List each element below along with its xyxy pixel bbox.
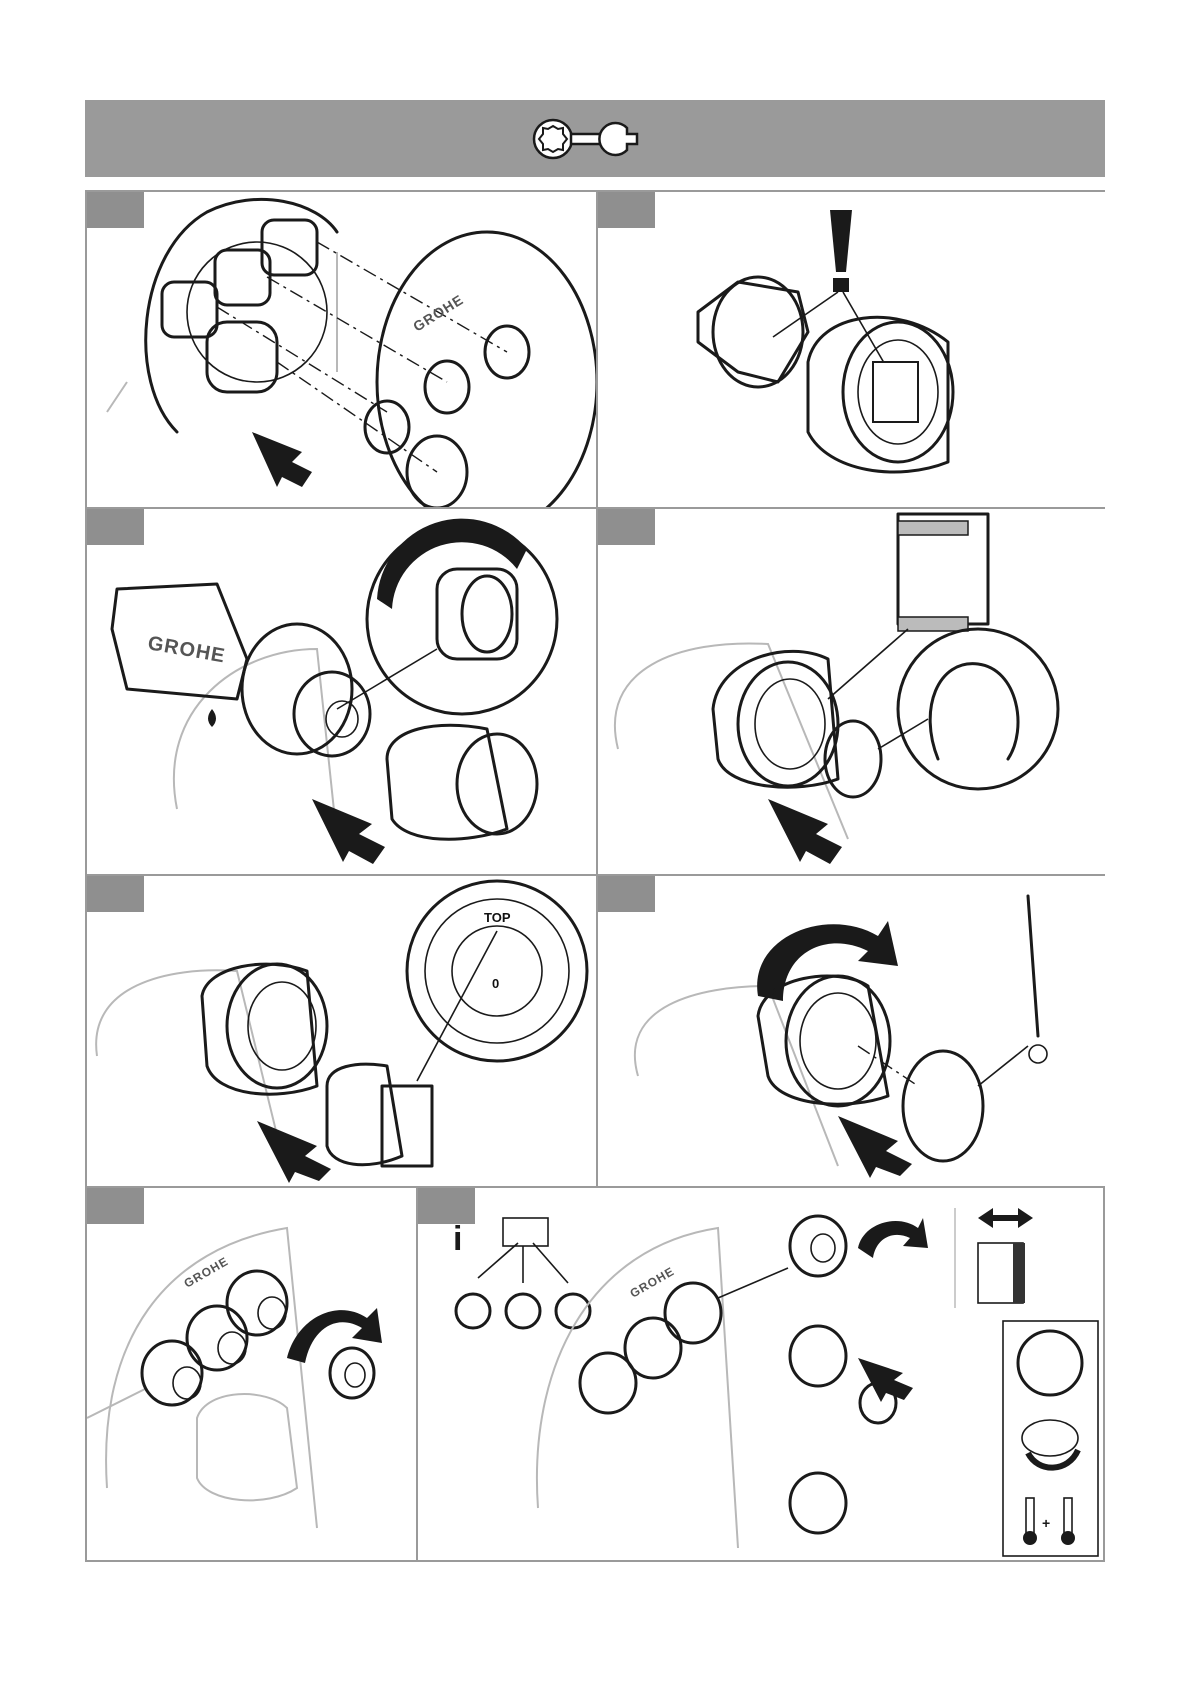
push-arrow xyxy=(252,432,312,487)
rotate-arrow xyxy=(858,1218,928,1258)
valve-cartridges xyxy=(162,220,317,392)
svg-text:GROHE: GROHE xyxy=(146,632,227,667)
top-label: TOP xyxy=(484,910,511,925)
step-badge xyxy=(87,509,144,545)
grohe-logo: GROHE xyxy=(410,291,466,334)
panel-grease-and-sleeve: GROHE xyxy=(87,509,596,874)
push-arrow xyxy=(312,799,385,864)
push-arrow xyxy=(768,799,842,864)
panel-cover-cap xyxy=(598,876,1105,1186)
step-badge xyxy=(598,876,655,912)
panel-retaining-ring xyxy=(598,509,1105,874)
info-icon: i xyxy=(453,1220,462,1258)
panel-button-caps: i GROHE xyxy=(418,1188,1103,1560)
zero-marker: 0 xyxy=(492,976,499,991)
double-arrow-icon xyxy=(978,1208,1033,1228)
step-badge xyxy=(87,876,144,912)
warning-icon xyxy=(830,210,852,272)
plus-label: + xyxy=(1042,1515,1050,1531)
panel-rosette-assembly: GROHE xyxy=(87,192,596,507)
wrench-icon xyxy=(525,114,665,164)
step-badge xyxy=(87,1188,144,1224)
push-arrow xyxy=(838,1116,912,1178)
step-badge xyxy=(87,192,144,228)
step-badge xyxy=(418,1188,475,1224)
step-badge xyxy=(598,509,655,545)
panel-adapter-warning xyxy=(598,192,1105,507)
panel-top-alignment: TOP 0 xyxy=(87,876,596,1186)
step-badge xyxy=(598,192,655,228)
grease-packet: GROHE xyxy=(112,584,247,727)
push-arrow xyxy=(257,1121,331,1183)
header-banner xyxy=(85,100,1105,177)
instruction-grid: GROHE GROHE xyxy=(85,190,1105,1562)
panel-knob-mount: GROHE xyxy=(87,1188,416,1560)
push-arrow xyxy=(858,1358,913,1402)
svg-text:GROHE: GROHE xyxy=(182,1254,231,1291)
